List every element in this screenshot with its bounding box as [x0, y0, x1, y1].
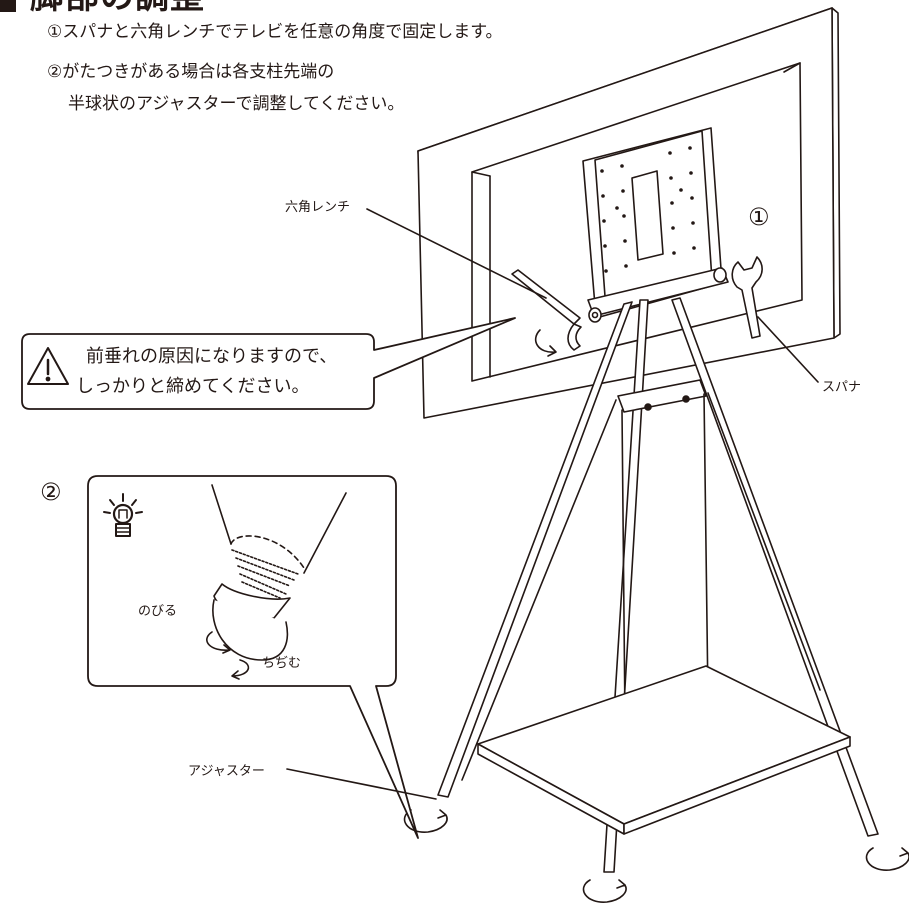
warning-line-2: しっかりと締めてください。: [76, 376, 310, 397]
warning-callout: [21, 317, 516, 410]
vesa-mount-plate: [582, 127, 729, 323]
section-heading: 脚部の調整: [0, 0, 205, 14]
warning-line-1: 前垂れの原因になりますので、: [86, 346, 338, 367]
instruction-line-2: ②がたつきがある場合は各支柱先端の: [47, 62, 335, 82]
instruction-line-3: 半球状のアジャスターで調整してください。: [68, 94, 405, 114]
shrink-label: ちぢむ: [262, 656, 302, 671]
hex-wrench-label: 六角レンチ: [285, 200, 351, 215]
step-marker-1: ①: [748, 203, 770, 231]
stand-shelf: [477, 665, 851, 835]
section-title: 脚部の調整: [30, 0, 205, 14]
heading-marker: [0, 0, 16, 12]
adjuster-detail-drawing: [206, 484, 347, 680]
extend-label: のびる: [138, 604, 178, 619]
spanner-label: スパナ: [822, 380, 862, 395]
lightbulb-hint-icon: [103, 493, 143, 537]
rotate-arrow-icon: [403, 329, 909, 903]
adjuster-label: アジャスター: [188, 764, 265, 779]
spanner: [731, 256, 819, 383]
hex-wrench: [366, 208, 582, 351]
step-marker-2: ②: [40, 478, 62, 506]
instruction-line-1: ①スパナと六角レンチでテレビを任意の角度で固定します。: [47, 22, 503, 42]
warning-triangle-icon: [27, 347, 69, 385]
